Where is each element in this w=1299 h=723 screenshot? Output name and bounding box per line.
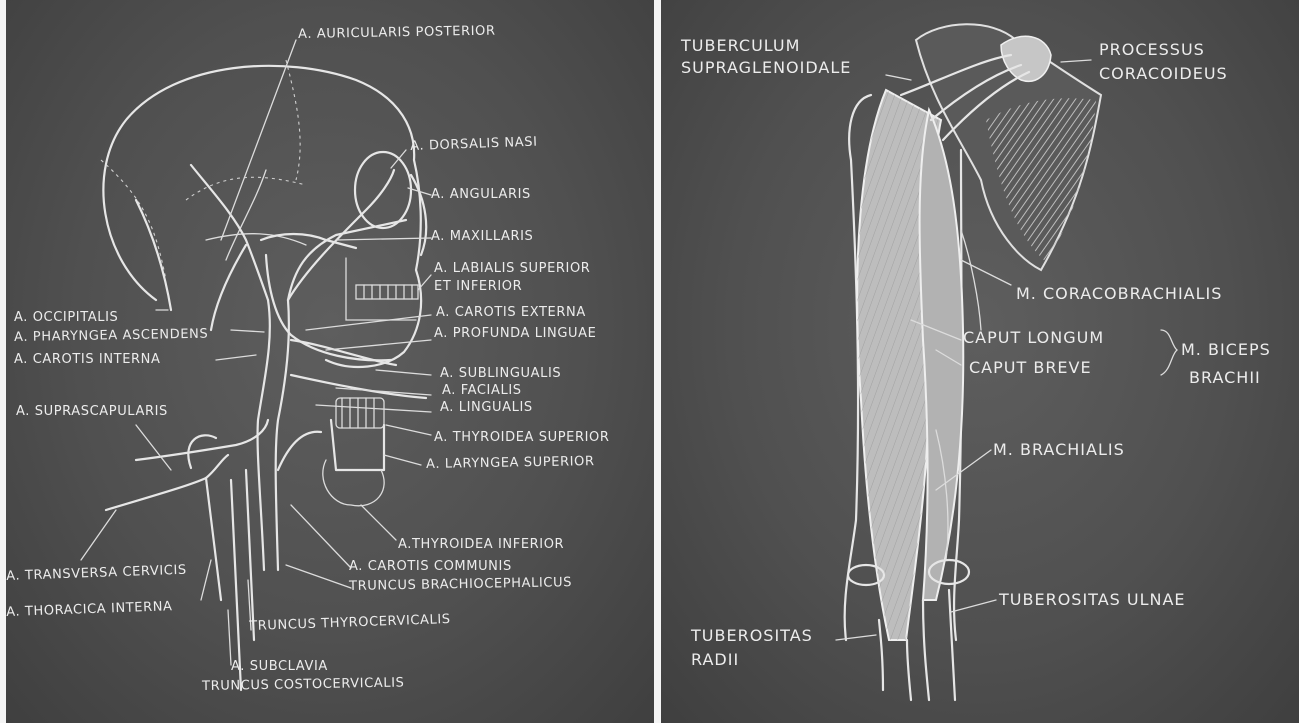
label-truncus-brachiocephalicus: TRUNCUS BRACHIOCEPHALICUS: [349, 576, 572, 593]
label-facialis: A. FACIALIS: [442, 384, 522, 397]
label-suprascapularis: A. SUPRASCAPULARIS: [16, 405, 168, 418]
label-biceps: M. BICEPS: [1181, 342, 1271, 358]
label-radii: RADII: [691, 652, 739, 668]
label-profunda-linguae: A. PROFUNDA LINGUAE: [434, 327, 596, 340]
label-subclavia: A. SUBCLAVIA: [231, 660, 328, 673]
label-sublingualis: A. SUBLINGUALIS: [440, 367, 561, 380]
label-brachii: BRACHII: [1189, 370, 1261, 386]
label-lingualis: A. LINGUALIS: [440, 401, 533, 414]
label-maxillaris: A. MAXILLARIS: [431, 230, 533, 243]
label-angularis: A. ANGULARIS: [431, 188, 531, 201]
label-thyroidea-inferior: A.THYROIDEA INFERIOR: [398, 538, 564, 551]
label-tuberositas-radii: TUBEROSITAS: [691, 628, 813, 644]
label-occipitalis: A. OCCIPITALIS: [14, 311, 118, 324]
label-processus: PROCESSUS: [1099, 42, 1205, 58]
label-supraglenoidale: SUPRAGLENOIDALE: [681, 60, 851, 76]
label-truncus-costocervicalis: TRUNCUS COSTOCERVICALIS: [202, 676, 405, 693]
label-pharyngea-ascendens: A. PHARYNGEA ASCENDENS: [14, 328, 208, 344]
label-tuberculum: TUBERCULUM: [681, 38, 800, 54]
label-auricularis-posterior: A. AURICULARIS POSTERIOR: [298, 25, 496, 41]
label-carotis-externa: A. CAROTIS EXTERNA: [436, 306, 586, 319]
label-labialis-inferior: ET INFERIOR: [434, 280, 522, 293]
label-caput-longum: CAPUT LONGUM: [963, 330, 1104, 346]
head-neck-arteries-chalkboard: A. AURICULARIS POSTERIOR A. DORSALIS NAS…: [6, 0, 654, 723]
label-caput-breve: CAPUT BREVE: [969, 360, 1092, 376]
label-thyroidea-superior: A. THYROIDEA SUPERIOR: [434, 431, 610, 444]
label-brachialis: M. BRACHIALIS: [993, 442, 1125, 458]
arm-muscles-chalkboard: TUBERCULUM SUPRAGLENOIDALE PROCESSUS COR…: [661, 0, 1299, 723]
label-carotis-communis: A. CAROTIS COMMUNIS: [349, 560, 512, 573]
label-labialis-superior: A. LABIALIS SUPERIOR: [434, 262, 590, 275]
label-tuberositas-ulnae: TUBEROSITAS ULNAE: [999, 592, 1186, 608]
label-coracobrachialis: M. CORACOBRACHIALIS: [1016, 286, 1222, 302]
label-carotis-interna: A. CAROTIS INTERNA: [14, 353, 161, 366]
label-coracoideus: CORACOIDEUS: [1099, 66, 1228, 82]
label-laryngea-superior: A. LARYNGEA SUPERIOR: [426, 455, 595, 471]
